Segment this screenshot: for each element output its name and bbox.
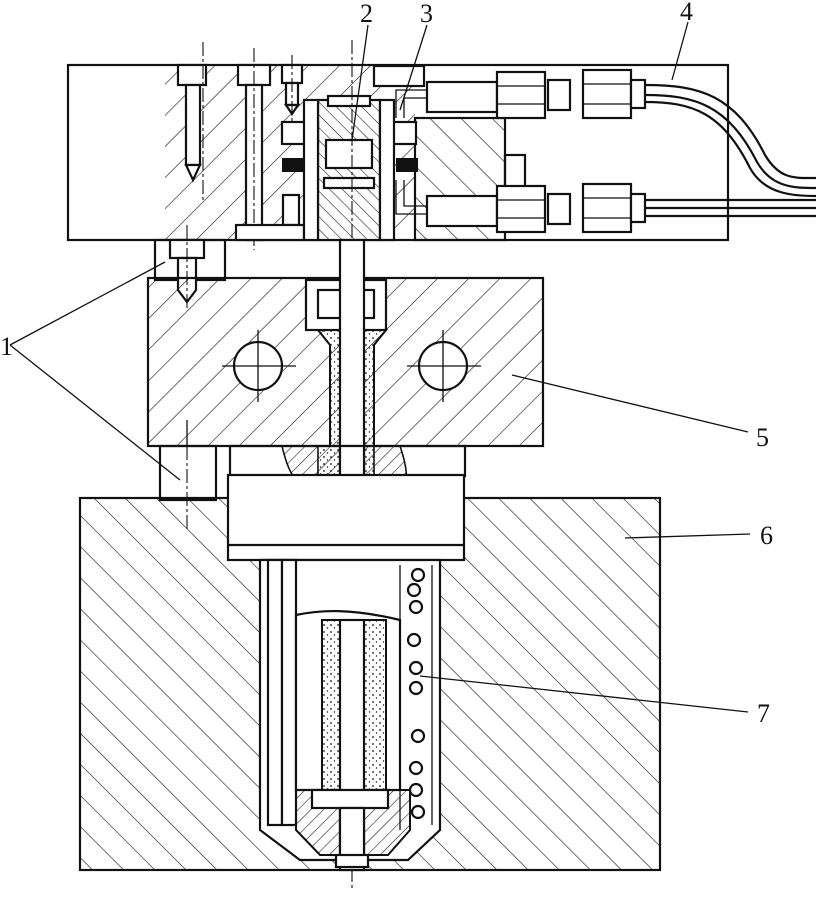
callout-7: 7 <box>757 699 770 728</box>
callout-labels: 1 2 3 4 5 6 7 <box>0 0 773 728</box>
callout-5: 5 <box>756 423 769 452</box>
manifold-support-legs <box>158 444 467 530</box>
callout-6: 6 <box>760 521 773 550</box>
heater-coil <box>406 567 426 820</box>
callout-4: 4 <box>680 0 693 26</box>
fastening-bolts <box>176 42 306 250</box>
callout-3: 3 <box>420 0 433 28</box>
callout-2: 2 <box>360 0 373 28</box>
callout-1: 1 <box>0 332 13 361</box>
hot-nozzle-assembly <box>266 558 433 872</box>
callout-leaders <box>9 21 751 713</box>
air-hoses <box>644 83 816 218</box>
